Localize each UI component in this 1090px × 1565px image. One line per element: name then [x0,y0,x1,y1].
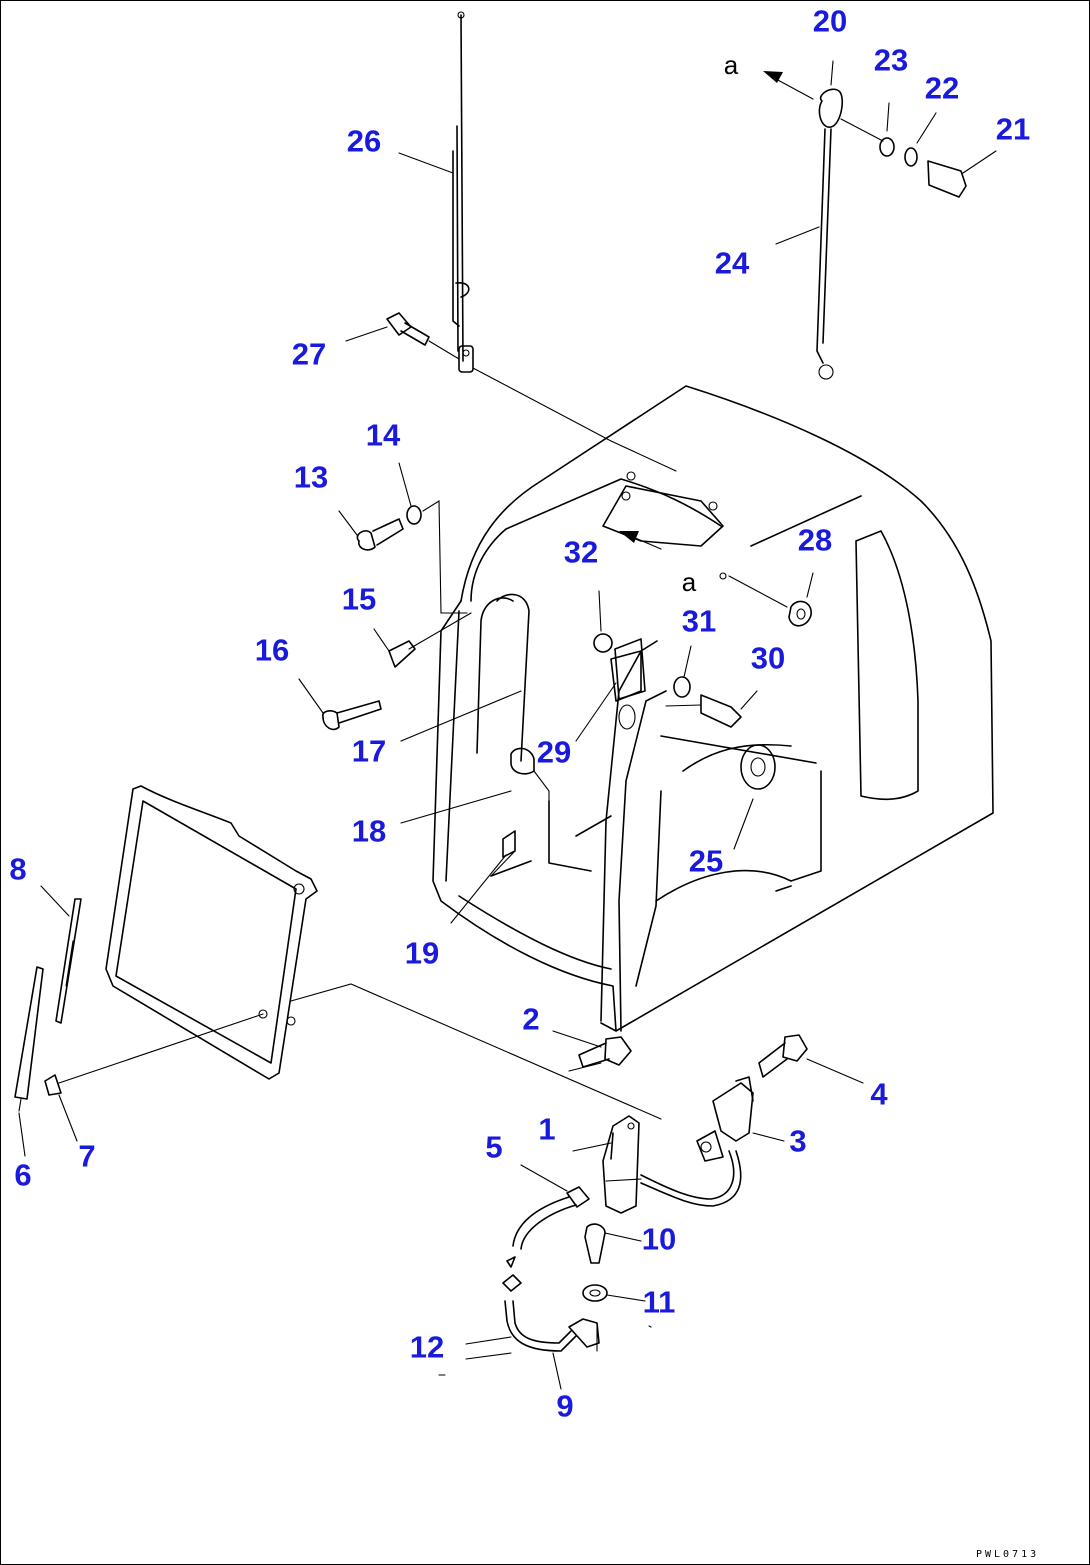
callout-2: 2 [522,1001,540,1037]
wiper-blade-8 [55,898,82,1024]
callout-19: 19 [404,935,440,971]
callout-32: 32 [563,534,599,570]
callout-6: 6 [14,1157,32,1193]
callout-30: 30 [750,640,786,676]
drawing-code: PWL0713 [976,1549,1040,1560]
callout-8: 8 [9,851,27,887]
callout-13: 13 [293,459,329,495]
callout-16: 16 [254,632,290,668]
callout-17: 17 [351,733,387,769]
left-fittings [321,500,550,877]
callout-7: 7 [78,1138,96,1174]
callout-11: 11 [642,1284,676,1320]
callout-14: 14 [365,417,401,453]
callout-27: 27 [291,336,327,372]
callout-5: 5 [485,1129,503,1165]
wiper-motor-assembly [465,1034,808,1360]
leader-lines [18,60,997,1390]
callout-10: 10 [641,1221,677,1257]
wiring-harness-24 [763,71,967,380]
callout-9: 9 [556,1388,574,1424]
callout-29: 29 [536,734,572,770]
callout-24: 24 [714,245,750,281]
cab-body [432,385,994,1032]
callout-21: 21 [995,111,1031,147]
callout-28: 28 [797,522,833,558]
callout-3: 3 [789,1123,807,1159]
callout-18: 18 [351,813,387,849]
front-window-frame [105,785,662,1120]
view-marker-a-lower: a [681,567,697,597]
callout-15: 15 [341,581,377,617]
wiper-arm-6 [14,966,264,1112]
view-marker-a-upper: a [723,50,739,80]
antenna-assembly [386,11,677,472]
callout-20: 20 [812,3,848,39]
callout-26: 26 [346,123,382,159]
callout-22: 22 [924,70,960,106]
callout-25: 25 [688,843,724,879]
callout-1: 1 [538,1111,556,1147]
callout-23: 23 [873,42,909,78]
callout-31: 31 [681,603,717,639]
right-fittings [593,531,812,790]
callout-12: 12 [409,1329,445,1365]
callout-4: 4 [870,1076,888,1112]
